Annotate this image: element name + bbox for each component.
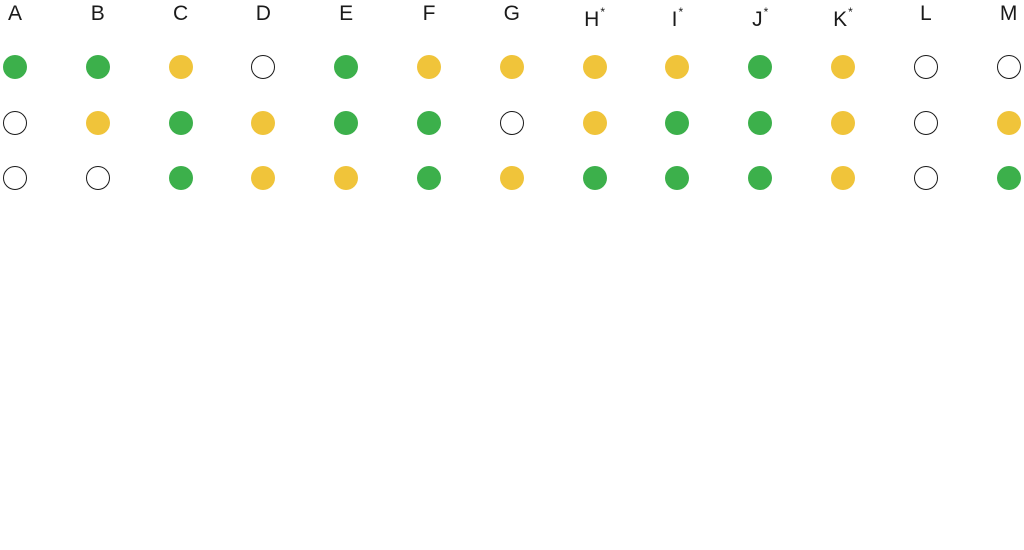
green-status-dot [665,110,690,135]
column-l: L [906,0,946,200]
asterisk-marker: * [763,5,769,19]
yellow-status-dot [996,110,1021,135]
column-b: B [78,0,118,200]
column-letter: C [173,2,189,25]
asterisk-marker: * [848,5,853,19]
empty-status-dot [913,55,938,79]
yellow-status-dot [251,110,276,135]
empty-status-dot [3,110,27,135]
column-g: G [492,0,532,200]
column-label: D [243,1,283,27]
green-status-dot [85,55,110,79]
green-status-dot [748,110,773,135]
green-status-dot [665,166,690,190]
column-label: C [161,1,201,27]
empty-status-dot [913,110,938,135]
column-label: G [492,1,532,27]
yellow-status-dot [831,166,855,190]
column-letter: J [752,8,763,31]
column-j: J* [740,0,780,200]
column-label: A [0,1,35,27]
column-i: I* [657,0,697,200]
yellow-status-dot [665,55,690,79]
yellow-status-dot [334,166,359,190]
green-status-dot [996,166,1021,190]
yellow-status-dot [582,110,607,135]
column-label: I* [657,1,697,33]
yellow-status-dot [831,55,855,79]
column-label: J* [740,1,780,33]
yellow-status-dot [168,55,193,79]
column-letter: I [671,8,678,31]
column-e: E [326,0,366,200]
column-label: E [326,1,366,27]
yellow-status-dot [831,110,855,135]
green-status-dot [748,166,773,190]
column-f: F [409,0,449,200]
green-status-dot [3,55,27,79]
column-letter: M [999,2,1018,25]
column-c: C [161,0,201,200]
yellow-status-dot [417,55,441,79]
column-label: M [989,1,1024,27]
yellow-status-dot [85,110,110,135]
green-status-dot [334,110,359,135]
empty-status-dot [85,166,110,190]
column-k: K* [823,0,863,200]
green-status-dot [748,55,773,79]
column-label: B [78,1,118,27]
column-letter: K [833,8,848,31]
column-label: K* [823,1,863,33]
column-label: F [409,1,449,27]
empty-status-dot [251,55,276,79]
green-status-dot [168,166,193,190]
column-m: M [989,0,1024,200]
column-letter: F [422,2,436,25]
green-status-dot [168,110,193,135]
column-letter: B [90,2,105,25]
column-letter: L [919,2,932,25]
column-label: H* [575,1,615,33]
green-status-dot [582,166,607,190]
column-letter: H [584,8,600,31]
green-status-dot [334,55,359,79]
yellow-status-dot [499,55,524,79]
asterisk-marker: * [600,5,606,19]
column-letter: A [7,2,22,25]
column-h: H* [575,0,615,200]
green-status-dot [417,166,441,190]
yellow-status-dot [499,166,524,190]
empty-status-dot [499,110,524,135]
yellow-status-dot [582,55,607,79]
column-d: D [243,0,283,200]
yellow-status-dot [251,166,276,190]
column-letter: G [503,2,520,25]
empty-status-dot [913,166,938,190]
empty-status-dot [3,166,27,190]
column-a: A [0,0,35,200]
green-status-dot [417,110,441,135]
column-letter: E [339,2,354,25]
column-label: L [906,1,946,27]
column-letter: D [255,2,271,25]
empty-status-dot [996,55,1021,79]
asterisk-marker: * [678,5,684,19]
